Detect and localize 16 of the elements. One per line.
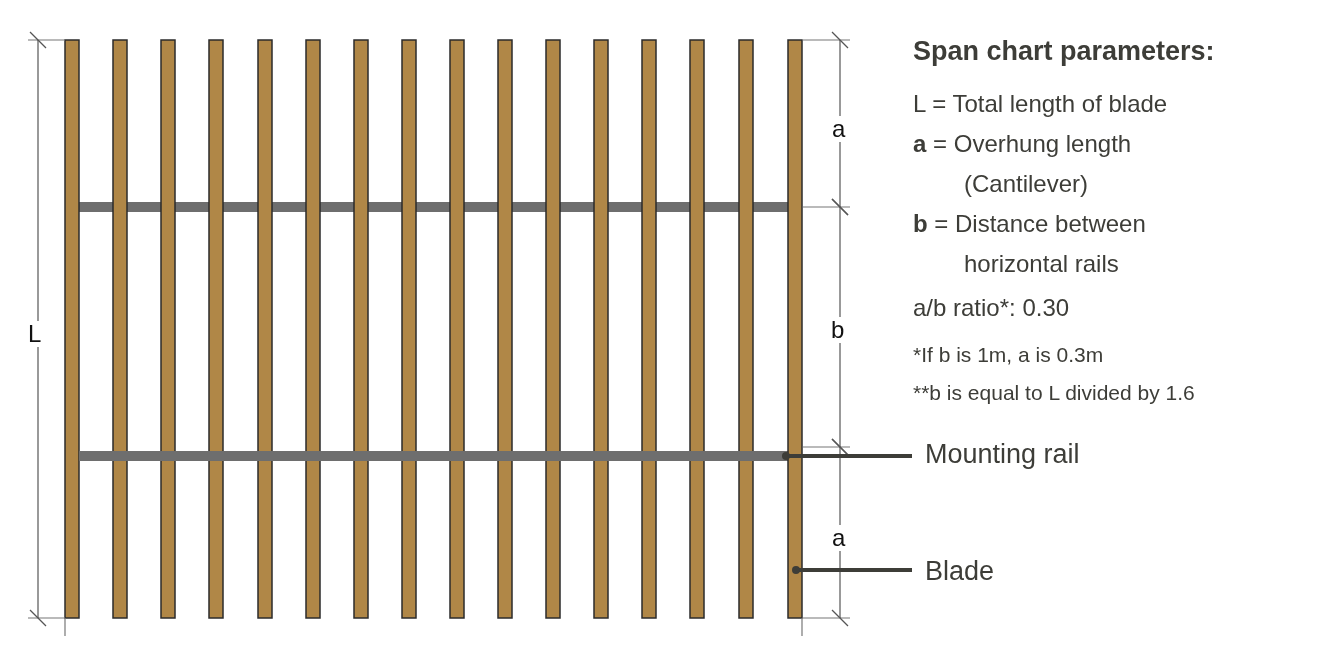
dimension-label: a — [831, 525, 847, 551]
dimension-label: b — [830, 317, 846, 343]
dimension-label: L — [27, 321, 43, 347]
parameter-note: **b is equal to L divided by 1.6 — [913, 380, 1196, 406]
parameter-note: *If b is 1m, a is 0.3m — [913, 342, 1105, 368]
callout-label: Blade — [925, 555, 995, 587]
mounting-rail — [79, 451, 790, 461]
callout-label: Mounting rail — [925, 438, 1080, 470]
leader-line — [782, 452, 912, 460]
blade — [787, 39, 803, 619]
leader-line — [792, 566, 912, 574]
parameter-note: a/b ratio*: 0.30 — [913, 293, 1071, 323]
parameter-note: L = Total length of blade — [913, 89, 1169, 119]
title: Span chart parameters: — [913, 36, 1215, 67]
dimension-label: a — [831, 116, 847, 142]
parameter-note: a = Overhung length (Cantilever) — [913, 129, 1133, 199]
